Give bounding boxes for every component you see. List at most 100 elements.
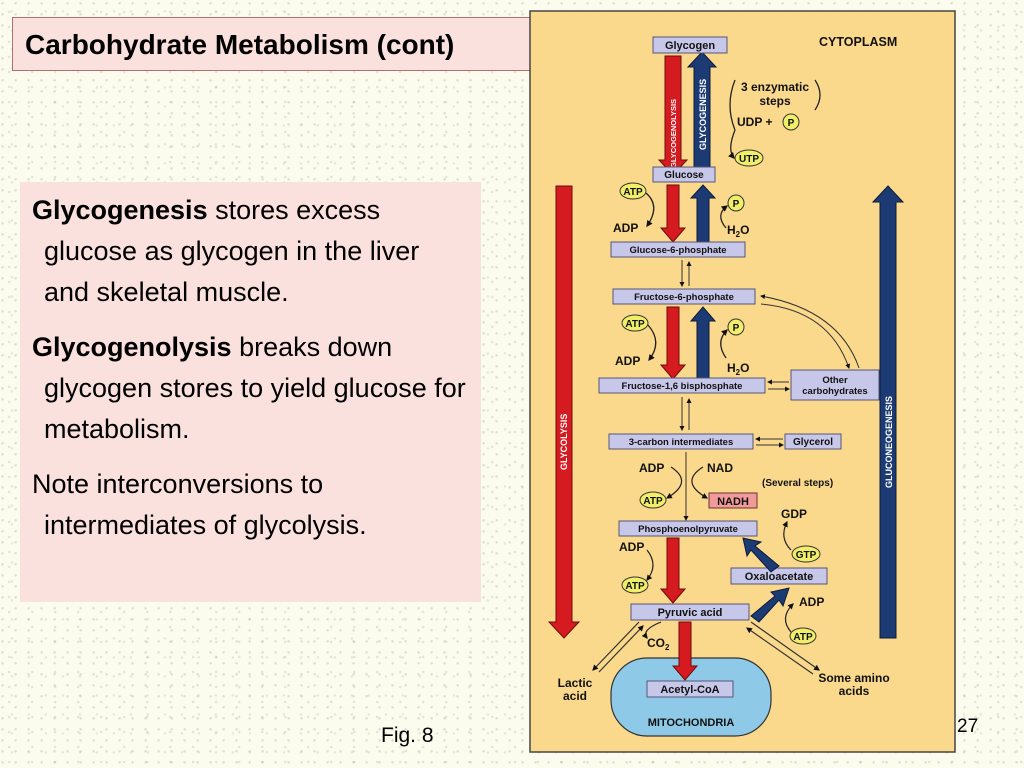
other-carbs-line2: carbohydrates bbox=[802, 386, 867, 397]
co2-label: CO2 bbox=[647, 636, 670, 652]
h2o-label-2: H2O bbox=[727, 361, 749, 377]
amino-acids-line1: Some amino bbox=[818, 671, 889, 685]
paragraph-glycogenesis: Glycogenesis stores excess glucose as gl… bbox=[32, 190, 471, 313]
utp-circle bbox=[734, 149, 764, 167]
oxaloacetate-to-pep-arrow bbox=[742, 537, 780, 573]
other-carbs-to-f6p-arrow bbox=[760, 294, 860, 369]
g6p-node-box bbox=[610, 241, 746, 258]
glucose-to-g6p-arrow bbox=[659, 184, 687, 243]
udp-label: UDP + bbox=[737, 115, 772, 129]
several-steps-label: (Several steps) bbox=[762, 478, 833, 489]
amino-acids-line2: acids bbox=[839, 684, 870, 698]
metabolism-diagram: CYTOPLASM GLYCOGENOLYSIS GLYCOGENESIS Gl… bbox=[529, 10, 956, 753]
f16bp-to-f6p-arrow bbox=[689, 306, 717, 380]
term-glycogenolysis: Glycogenolysis bbox=[32, 332, 232, 362]
atp-circle-5 bbox=[789, 627, 817, 645]
g6p-to-glucose-arrow bbox=[689, 184, 717, 243]
f6p-to-f16bp-arrow bbox=[659, 306, 687, 380]
gluconeogenesis-arrow bbox=[871, 185, 905, 639]
acetylcoa-node-box bbox=[646, 680, 734, 698]
pep-to-pyruvic-arrow bbox=[659, 537, 687, 604]
co2-sub: 2 bbox=[665, 643, 670, 652]
pep-node: Phosphoenolpyruvate bbox=[638, 524, 738, 535]
gtp-to-gdp-curve bbox=[782, 520, 792, 551]
oxaloacetate-node: Oxaloacetate bbox=[745, 571, 813, 583]
glycogen-node-box bbox=[652, 36, 728, 54]
nadh-box bbox=[708, 492, 758, 509]
h2o-1-h: H bbox=[727, 223, 736, 237]
phosphate-label-2: P bbox=[733, 323, 740, 334]
glycolysis-arrow bbox=[547, 185, 581, 639]
nadh-label: NADH bbox=[717, 496, 749, 508]
f6p-node-box bbox=[612, 288, 756, 305]
paragraph-glycogenesis-text: stores excess glucose as glycogen in the… bbox=[44, 195, 420, 307]
adp-label-5: ADP bbox=[799, 595, 824, 609]
atp-label-1: ATP bbox=[623, 187, 643, 198]
mitochondria-label: MITOCHONDRIA bbox=[648, 717, 735, 729]
gluconeogenesis-label: GLUCONEOGENESIS bbox=[884, 396, 894, 488]
atp-label-2: ATP bbox=[625, 319, 645, 330]
lactic-acid-line1: Lactic bbox=[558, 676, 593, 690]
h2o-1-sub: 2 bbox=[736, 230, 741, 239]
atp-label-4: ATP bbox=[625, 581, 645, 592]
glycolysis-label: GLYCOLYSIS bbox=[559, 414, 569, 470]
adp-label-4: ADP bbox=[619, 540, 644, 554]
gtp-circle bbox=[791, 545, 821, 563]
paragraph-glycogenolysis: Glycogenolysis breaks down glycogen stor… bbox=[32, 327, 471, 450]
phosphate-label-1: P bbox=[733, 199, 740, 210]
f16bp-node: Fructose-1,6 bisphosphate bbox=[622, 381, 743, 392]
body-text-box: Glycogenesis stores excess glucose as gl… bbox=[20, 182, 481, 602]
h2o-label-1: H2O bbox=[727, 223, 749, 239]
enzymatic-steps-line2: steps bbox=[759, 94, 791, 108]
glycogen-node: Glycogen bbox=[665, 40, 715, 52]
pyruvic-node-box bbox=[630, 603, 750, 621]
three-carbon-node-box bbox=[608, 433, 754, 450]
g6p-node: Glucose-6-phosphate bbox=[629, 245, 726, 256]
glycogenolysis-label: GLYCOGENOLYSIS bbox=[669, 99, 678, 168]
enzymatic-bracket-left bbox=[729, 79, 736, 131]
atp-label-3: ATP bbox=[643, 496, 663, 507]
adp-label-1: ADP bbox=[613, 221, 638, 235]
udp-phosphate-circle bbox=[782, 113, 800, 131]
phosphate-circle-2 bbox=[727, 318, 745, 336]
atp-label-5: ATP bbox=[793, 632, 813, 643]
udp-phosphate-label: P bbox=[788, 118, 795, 129]
lactic-to-pyruvic-arrow bbox=[598, 625, 644, 673]
acetylcoa-node: Acetyl-CoA bbox=[660, 684, 719, 696]
atp-circle-4 bbox=[621, 576, 649, 594]
pyruvic-to-lactic-arrow bbox=[592, 621, 640, 671]
glycogenesis-label: GLYCOGENESIS bbox=[698, 79, 708, 150]
adp-to-atp-curve-4 bbox=[646, 549, 654, 581]
glycogenesis-arrow bbox=[686, 51, 718, 176]
paragraph-note-text: Note interconversions to intermediates o… bbox=[32, 469, 367, 540]
paragraph-glycogenolysis-text: breaks down glycogen stores to yield glu… bbox=[44, 332, 466, 444]
lactic-acid-line2: acid bbox=[563, 689, 587, 703]
atp-curve-2 bbox=[647, 324, 657, 362]
oxaloacetate-node-box bbox=[730, 567, 828, 585]
adp-label-3: ADP bbox=[639, 461, 664, 475]
gdp-label: GDP bbox=[781, 507, 807, 521]
h2o-1-o: O bbox=[740, 223, 749, 237]
nad-label: NAD bbox=[707, 461, 733, 475]
f16bp-node-box bbox=[598, 377, 766, 394]
pyruvic-to-co2-curve bbox=[641, 621, 662, 639]
phosphate-curve-1 bbox=[720, 205, 729, 229]
pyruvic-to-amino-arrow bbox=[750, 621, 820, 671]
glycerol-node: Glycerol bbox=[793, 437, 833, 448]
phosphate-circle-1 bbox=[727, 194, 745, 212]
h2o-2-h: H bbox=[727, 361, 736, 375]
slide-title: Carbohydrate Metabolism (cont) bbox=[25, 29, 455, 60]
co2-c: CO bbox=[647, 636, 665, 650]
enzymatic-steps-line1: 3 enzymatic bbox=[741, 80, 809, 94]
gtp-label: GTP bbox=[796, 550, 817, 561]
f6p-to-other-carbs-arrow bbox=[760, 303, 851, 369]
adp-to-atp-curve bbox=[665, 466, 683, 499]
amino-to-pyruvic-arrow bbox=[746, 627, 814, 675]
h2o-2-o: O bbox=[740, 361, 749, 375]
enzymatic-bracket-right bbox=[814, 79, 821, 111]
pyruvic-node: Pyruvic acid bbox=[658, 607, 723, 619]
utp-curve bbox=[728, 129, 736, 159]
